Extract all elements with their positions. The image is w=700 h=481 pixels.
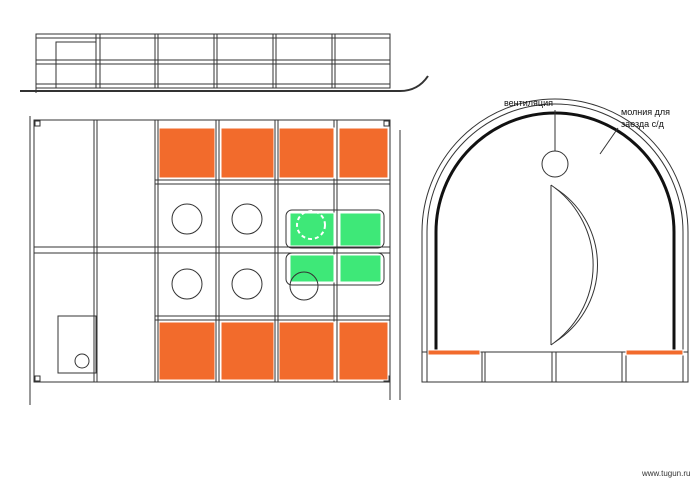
corner-marker xyxy=(383,120,390,127)
green-mat xyxy=(289,212,335,247)
watermark: www.tugun.ru xyxy=(641,469,690,478)
cushion xyxy=(158,127,216,179)
ventilation-label: вентиляция xyxy=(504,98,553,108)
plan-view xyxy=(29,116,391,405)
green-mat-area xyxy=(285,209,385,286)
green-mat xyxy=(339,254,382,283)
cushion xyxy=(338,321,389,381)
base-cushion-left xyxy=(427,349,481,356)
storage-box xyxy=(57,315,97,374)
side-elevation-view xyxy=(20,33,429,93)
door-zipper-inner xyxy=(554,187,599,343)
ventilation-circle xyxy=(541,150,569,178)
seat-circle xyxy=(289,271,319,301)
cushion xyxy=(220,127,275,179)
elevation-ground-line xyxy=(20,75,429,92)
seat-circle-dashed xyxy=(296,210,326,240)
base-cushion-right xyxy=(625,349,684,356)
elevation-door-block xyxy=(55,41,97,89)
arch-outer-2 xyxy=(426,103,684,382)
seat-circle xyxy=(171,203,203,235)
green-mat xyxy=(339,212,382,247)
cushion xyxy=(158,321,216,381)
zipper-leader xyxy=(599,127,619,155)
zipper-label-line1: молния для xyxy=(621,107,670,117)
green-mat xyxy=(289,254,335,283)
plan-outline xyxy=(33,119,391,383)
corner-marker xyxy=(34,375,41,382)
cushion xyxy=(220,321,275,381)
door-zipper-outer xyxy=(550,184,594,346)
corner-marker xyxy=(34,120,41,127)
arch-outer xyxy=(421,98,689,383)
seat-circle xyxy=(231,203,263,235)
cushion xyxy=(338,127,389,179)
mat-frame-upper xyxy=(285,209,385,249)
elevation-dividers xyxy=(95,34,336,88)
cushion-row-bottom xyxy=(158,321,389,381)
cushion xyxy=(278,127,335,179)
elevation-outline xyxy=(35,33,391,89)
cushion-row-top xyxy=(158,127,389,179)
seat-circle xyxy=(171,268,203,300)
seat-circles xyxy=(171,203,319,301)
cushion xyxy=(278,321,335,381)
zipper-label-line2: заезда с/д xyxy=(621,119,665,129)
arch-base xyxy=(421,351,689,383)
small-circle xyxy=(74,353,90,369)
front-arch-view xyxy=(399,98,689,400)
mat-frame-lower xyxy=(285,252,385,286)
seat-circle xyxy=(231,268,263,300)
